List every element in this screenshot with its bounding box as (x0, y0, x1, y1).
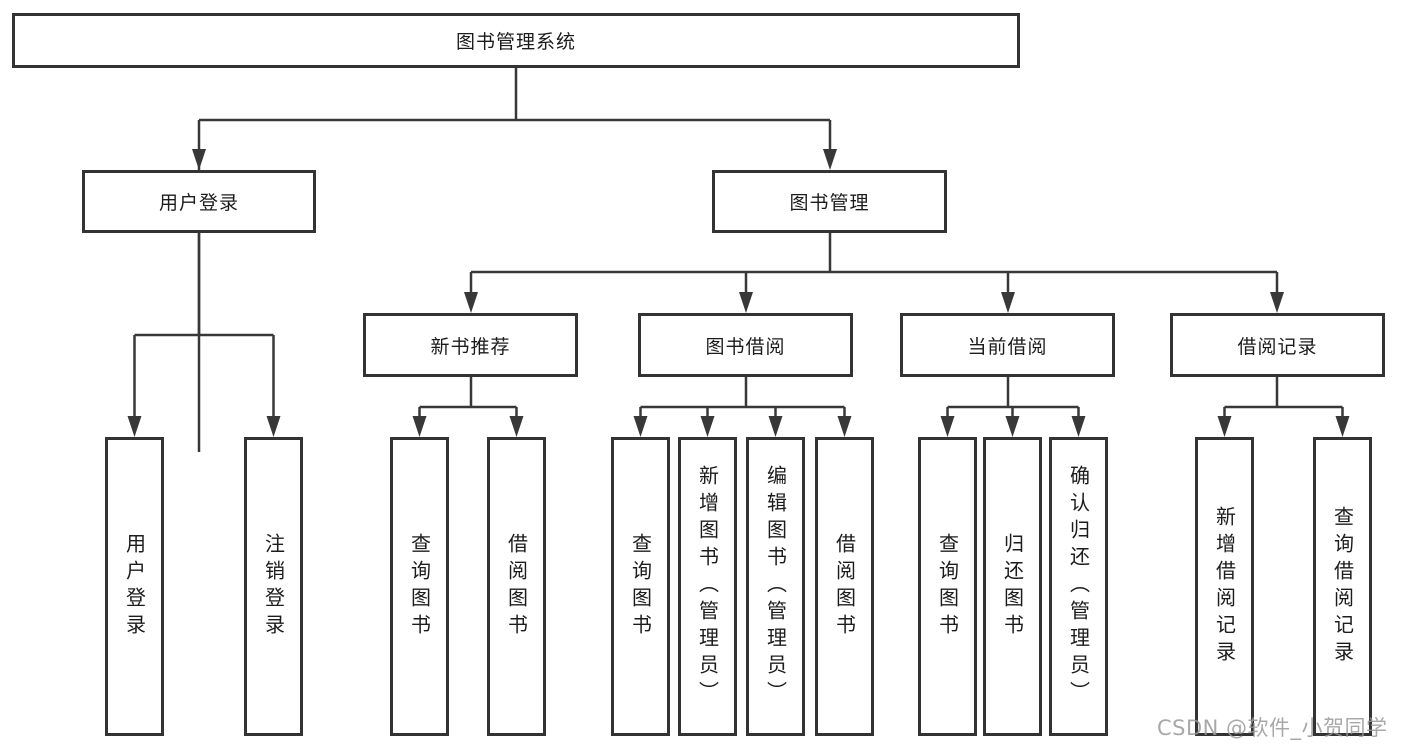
leaf-logout: 注销登录 (244, 437, 303, 736)
connector-book-borrow-to-leaves (639, 377, 846, 425)
node-new-book-recommend-label: 新书推荐 (430, 335, 511, 358)
arrow-icon (127, 416, 142, 437)
node-root-label: 图书管理系统 (455, 31, 576, 53)
node-borrow-records-label: 借阅记录 (1237, 335, 1318, 358)
arrow-icon (940, 416, 955, 437)
node-root: 图书管理系统 (12, 13, 1020, 68)
leaf-query-borrow-record-label: 查询借阅记录 (1330, 505, 1355, 668)
leaf-edit-book-admin-label: 编辑图书（管理员） (763, 465, 788, 708)
node-current-borrow-label: 当前借阅 (967, 335, 1048, 358)
leaf-add-book-admin: 新增图书（管理员） (678, 437, 737, 736)
leaf-confirm-return-admin-label: 确认归还（管理员） (1066, 465, 1091, 708)
node-user-login: 用户登录 (82, 170, 316, 233)
leaf-add-borrow-record-label: 新增借阅记录 (1212, 505, 1237, 668)
leaf-query-borrow-record: 查询借阅记录 (1313, 437, 1372, 736)
leaf-query-books-current-label: 查询图书 (935, 532, 960, 641)
arrow-icon (192, 149, 206, 170)
leaf-query-books-current: 查询图书 (918, 437, 977, 736)
node-user-login-label: 用户登录 (158, 192, 239, 214)
node-book-management-label: 图书管理 (789, 192, 870, 214)
leaf-borrow-books-recommend-label: 借阅图书 (504, 532, 529, 641)
connector-lines (133, 68, 1344, 452)
leaf-add-borrow-record: 新增借阅记录 (1195, 437, 1254, 736)
node-borrow-records: 借阅记录 (1170, 313, 1385, 377)
arrow-icon (1001, 292, 1015, 313)
arrow-icon (1005, 416, 1020, 437)
arrow-icon (509, 416, 524, 437)
arrow-icon (823, 149, 837, 170)
csdn-watermark: CSDN @软件_小贺同学 (1157, 716, 1388, 740)
arrow-icon (739, 292, 753, 313)
leaf-return-book: 归还图书 (983, 437, 1042, 736)
leaf-edit-book-admin: 编辑图书（管理员） (746, 437, 805, 736)
connector-borrow-records-to-leaves (1223, 377, 1344, 425)
connector-user-login-to-leaves (133, 233, 275, 425)
leaf-user-login-label: 用户登录 (122, 532, 147, 641)
leaf-user-login: 用户登录 (105, 437, 164, 736)
arrow-icon (837, 416, 852, 437)
arrow-icon (633, 416, 648, 437)
arrow-icon (1270, 292, 1284, 313)
leaf-logout-label: 注销登录 (261, 532, 286, 641)
arrow-icon (1071, 416, 1086, 437)
arrow-icon (768, 416, 783, 437)
leaf-query-books-borrow: 查询图书 (611, 437, 670, 736)
node-book-borrow: 图书借阅 (638, 313, 853, 377)
connector-new-book-rec-to-leaves (418, 377, 518, 425)
leaf-borrow-books: 借阅图书 (815, 437, 874, 736)
arrow-icon (464, 292, 478, 313)
node-new-book-recommend: 新书推荐 (363, 313, 578, 377)
connector-root-to-level2 (197, 68, 832, 452)
connector-book-mgmt-to-level3 (469, 233, 1279, 301)
arrow-icon (1335, 416, 1350, 437)
leaf-borrow-books-label: 借阅图书 (832, 532, 857, 641)
node-current-borrow: 当前借阅 (900, 313, 1115, 377)
arrow-icon (1217, 416, 1232, 437)
arrow-icon (266, 416, 281, 437)
leaf-add-book-admin-label: 新增图书（管理员） (695, 465, 720, 708)
arrowheads (127, 149, 1350, 437)
arrow-icon (412, 416, 427, 437)
node-book-management: 图书管理 (712, 170, 947, 233)
node-book-borrow-label: 图书借阅 (705, 335, 786, 358)
leaf-query-books-borrow-label: 查询图书 (628, 532, 653, 641)
leaf-query-books-recommend: 查询图书 (390, 437, 449, 736)
leaf-return-book-label: 归还图书 (1000, 532, 1025, 641)
arrow-icon (700, 416, 715, 437)
leaf-confirm-return-admin: 确认归还（管理员） (1049, 437, 1108, 736)
leaf-borrow-books-recommend: 借阅图书 (487, 437, 546, 736)
leaf-query-books-recommend-label: 查询图书 (407, 532, 432, 641)
